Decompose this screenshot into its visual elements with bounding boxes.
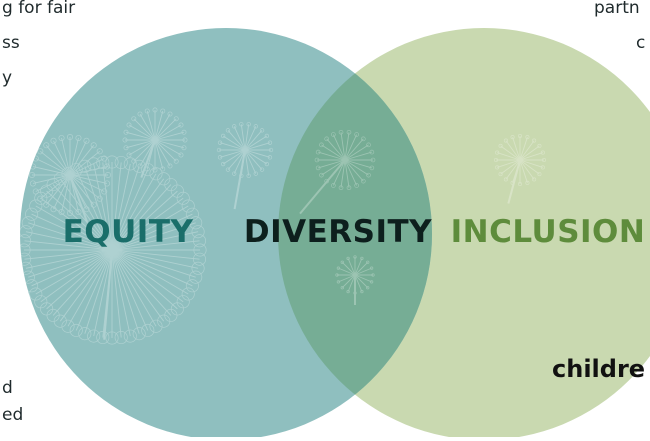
- text-fragment: partn: [594, 0, 640, 18]
- text-fragment: g for fair: [2, 0, 76, 18]
- dandelion-icon: [122, 107, 188, 178]
- text-fragment: d: [2, 378, 13, 398]
- dandelion-icon: [493, 133, 547, 204]
- equity-label: EQUITY: [63, 214, 194, 250]
- dandelion-icon: [216, 122, 274, 210]
- text-fragment: ed: [2, 405, 24, 425]
- diversity-label: DIVERSITY: [244, 214, 432, 250]
- text-fragment: childre: [552, 355, 646, 383]
- dandelion-icon: [17, 155, 207, 345]
- dandelion-icon: [299, 129, 376, 215]
- text-fragment: y: [2, 68, 13, 88]
- diversity-overlap: [278, 28, 432, 440]
- dandelion-icon: [335, 255, 375, 305]
- dandelion-icon: [28, 133, 112, 223]
- text-fragment: c: [636, 33, 646, 53]
- dandelion-decoration: [17, 107, 547, 345]
- inclusion-label: INCLUSION: [451, 214, 646, 250]
- text-fragment: ss: [2, 33, 20, 53]
